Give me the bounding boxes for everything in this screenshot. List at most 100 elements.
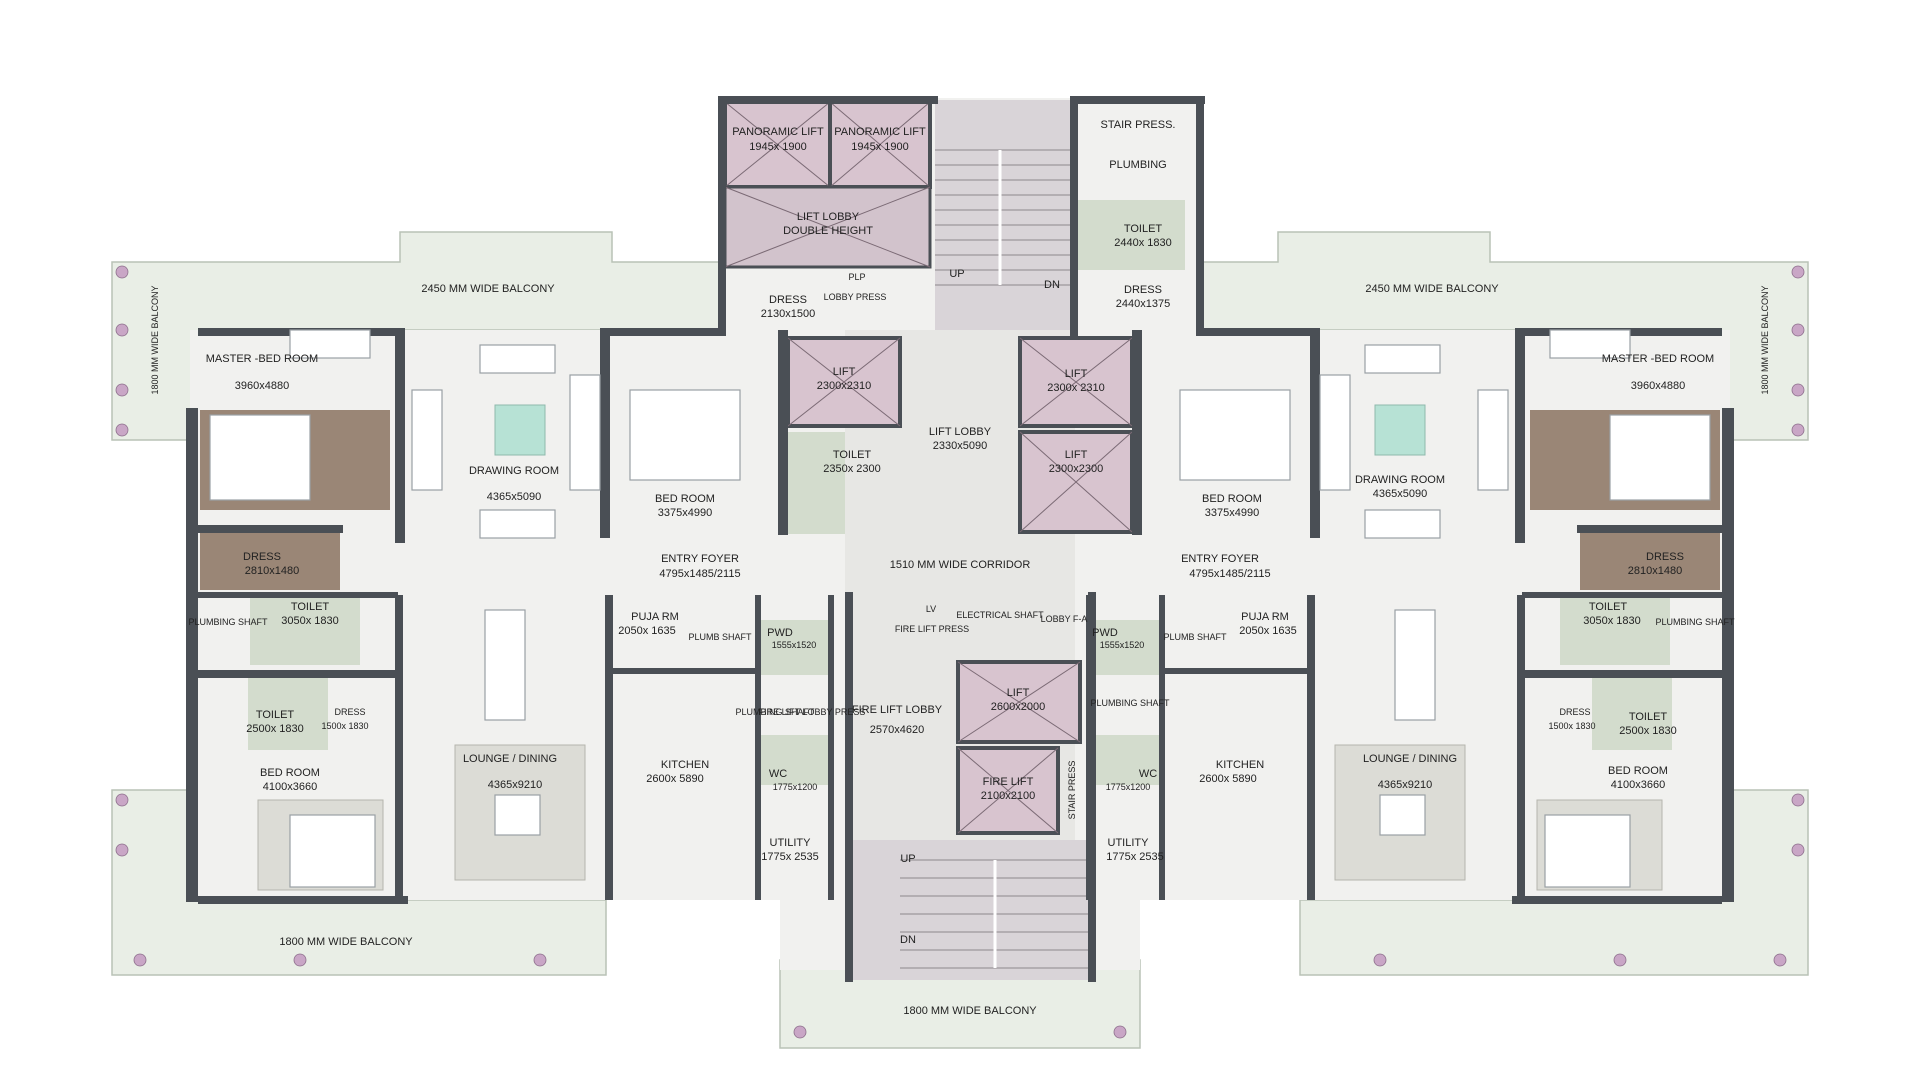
- master-bed-left-size: 3960x4880: [235, 380, 289, 392]
- plumb-shaft-left-label: PLUMBING SHAFT: [188, 617, 268, 627]
- balcony-bottom-left-label: 1800 MM WIDE BALCONY: [279, 936, 413, 948]
- dn-bottom-label: DN: [900, 934, 916, 946]
- fire-lift-press-label: FIRE LIFT PRESS: [895, 624, 969, 634]
- plumb-shaft-puja-right-label: PLUMB SHAFT: [1163, 632, 1227, 642]
- drawing-right-name: DRAWING ROOM: [1355, 474, 1445, 486]
- balcony-side-right-label: 1800 MM WIDE BALCONY: [1760, 285, 1770, 394]
- toilet-right-2-size: 2500x 1830: [1619, 725, 1677, 737]
- utility-right-name: UTILITY: [1108, 837, 1150, 849]
- bed-left-bottom-size: 4100x3660: [263, 781, 317, 793]
- lounge-left-size: 4365x9210: [488, 779, 542, 791]
- stair-treads: [900, 149, 1090, 969]
- utility-left-name: UTILITY: [770, 837, 812, 849]
- panoramic-lift-2-size: 1945x 1900: [851, 141, 909, 153]
- plumbing-top-label: PLUMBING: [1109, 159, 1166, 171]
- toilet-right-1-size: 3050x 1830: [1583, 615, 1641, 627]
- lounge-right-size: 4365x9210: [1378, 779, 1432, 791]
- balconies: [111, 231, 1809, 1049]
- dress-top-right-name: DRESS: [1124, 284, 1162, 296]
- bed-left-inner-size: 3375x4990: [658, 507, 712, 519]
- toilet-core-size: 2350x 2300: [823, 463, 881, 475]
- entry-right-name: ENTRY FOYER: [1181, 553, 1259, 565]
- drawing-left-size: 4365x5090: [487, 491, 541, 503]
- lift-left-size: 2300x2310: [817, 380, 871, 392]
- lift-core-bottom-name: LIFT: [1007, 687, 1030, 699]
- drawing-right-size: 4365x5090: [1373, 488, 1427, 500]
- lift-core-bottom-size: 2600x2000: [991, 701, 1045, 713]
- utility-right-size: 1775x 2535: [1106, 851, 1164, 863]
- dress-right-name: DRESS: [1646, 551, 1684, 563]
- bed-icon: [209, 414, 311, 501]
- toilet-left-1-size: 3050x 1830: [281, 615, 339, 627]
- bed-icon-4: [1179, 389, 1291, 481]
- dress-right-size: 2810x1480: [1628, 565, 1682, 577]
- puja-left-size: 2050x 1635: [618, 625, 676, 637]
- plumb-shaft-right-label: PLUMBING SHAFT: [1655, 617, 1735, 627]
- balcony-plants: [115, 265, 1805, 1039]
- labels: PANORAMIC LIFT 1945x 1900 PANORAMIC LIFT…: [150, 119, 1770, 1017]
- entry-right-size: 4795x1485/2115: [1189, 568, 1270, 580]
- puja-right-name: PUJA RM: [1241, 611, 1289, 623]
- plumbing-shaft-mid-right-label: PLUMBING SHAFT: [1090, 698, 1170, 708]
- toilet-left-2-size: 2500x 1830: [246, 723, 304, 735]
- dress-top-right-size: 2440x1375: [1116, 298, 1170, 310]
- entry-left-size: 4795x1485/2115: [659, 568, 740, 580]
- up-bottom-label: UP: [900, 853, 915, 865]
- fire-lift-name: FIRE LIFT: [983, 776, 1034, 788]
- dress-top-left-size: 2130x1500: [761, 308, 815, 320]
- toilet-core-name: TOILET: [833, 449, 872, 461]
- bed-right-inner-name: BED ROOM: [1202, 493, 1262, 505]
- bed-left-bottom-name: BED ROOM: [260, 767, 320, 779]
- toilet-top-right-name: TOILET: [1124, 223, 1163, 235]
- wc-left-size: 1775x1200: [773, 782, 818, 792]
- plp-label: PLP: [848, 272, 865, 282]
- panoramic-lift-2-name: PANORAMIC LIFT: [834, 126, 926, 138]
- lift-lobby-name: LIFT LOBBY: [929, 426, 992, 438]
- bed-icon-3: [1609, 414, 1711, 501]
- toilet-right-1-name: TOILET: [1589, 601, 1628, 613]
- lv-label: LV: [926, 604, 936, 614]
- puja-right-size: 2050x 1635: [1239, 625, 1297, 637]
- lift-right-2-size: 2300x2300: [1049, 463, 1103, 475]
- wc-right-size: 1775x1200: [1106, 782, 1151, 792]
- lounge-right-name: LOUNGE / DINING: [1363, 753, 1457, 765]
- walls: [186, 96, 1734, 982]
- balcony-bottom-center-label: 1800 MM WIDE BALCONY: [903, 1005, 1037, 1017]
- plumb-shaft-puja-left-label: PLUMB SHAFT: [688, 632, 752, 642]
- lobby-press-label: LOBBY PRESS: [824, 292, 887, 302]
- kitchen-right-name: KITCHEN: [1216, 759, 1264, 771]
- lift-right-1-name: LIFT: [1065, 368, 1088, 380]
- drawing-left-name: DRAWING ROOM: [469, 465, 559, 477]
- bed-left-inner-name: BED ROOM: [655, 493, 715, 505]
- puja-left-name: PUJA RM: [631, 611, 679, 623]
- furniture: [209, 329, 1711, 891]
- fire-lift-lobby-press-label: FIRE LIFT LOBBY PRESS: [759, 707, 866, 717]
- balcony-side-left-label: 1800 MM WIDE BALCONY: [150, 285, 160, 394]
- lift-lobby-double-name: LIFT LOBBY: [797, 211, 860, 223]
- kitchen-left-size: 2600x 5890: [646, 773, 704, 785]
- dn-top-label: DN: [1044, 279, 1060, 291]
- stair-press-label: STAIR PRESS.: [1101, 119, 1176, 131]
- toilet-right-2-name: TOILET: [1629, 711, 1668, 723]
- lobby-fa-label: LOBBY F-A: [1041, 614, 1088, 624]
- wc-left-name: WC: [769, 768, 787, 780]
- lift-right-2-name: LIFT: [1065, 449, 1088, 461]
- lift-lobby-size: 2330x5090: [933, 440, 987, 452]
- plumbing-shaft-mid-left-label: PLUMBING SHAFT: [735, 707, 815, 717]
- toilet-top-right-size: 2440x 1830: [1114, 237, 1172, 249]
- bed-icon-2: [629, 389, 741, 481]
- kitchen-left-name: KITCHEN: [661, 759, 709, 771]
- lift-boxes: [723, 100, 1134, 835]
- electrical-shaft-label: ELECTRICAL SHAFT: [956, 610, 1044, 620]
- fire-lift-size: 2100x2100: [981, 790, 1035, 802]
- dress-left-name: DRESS: [243, 551, 281, 563]
- master-bed-right-size: 3960x4880: [1631, 380, 1685, 392]
- lounge-left-name: LOUNGE / DINING: [463, 753, 557, 765]
- bed-right-bottom-name: BED ROOM: [1608, 765, 1668, 777]
- dress-top-left-name: DRESS: [769, 294, 807, 306]
- kitchen-right-size: 2600x 5890: [1199, 773, 1257, 785]
- pwd-right-size: 1555x1520: [1100, 640, 1145, 650]
- lift-left-name: LIFT: [833, 366, 856, 378]
- dress-small-left-name: DRESS: [334, 707, 365, 717]
- panoramic-lift-1-name: PANORAMIC LIFT: [732, 126, 824, 138]
